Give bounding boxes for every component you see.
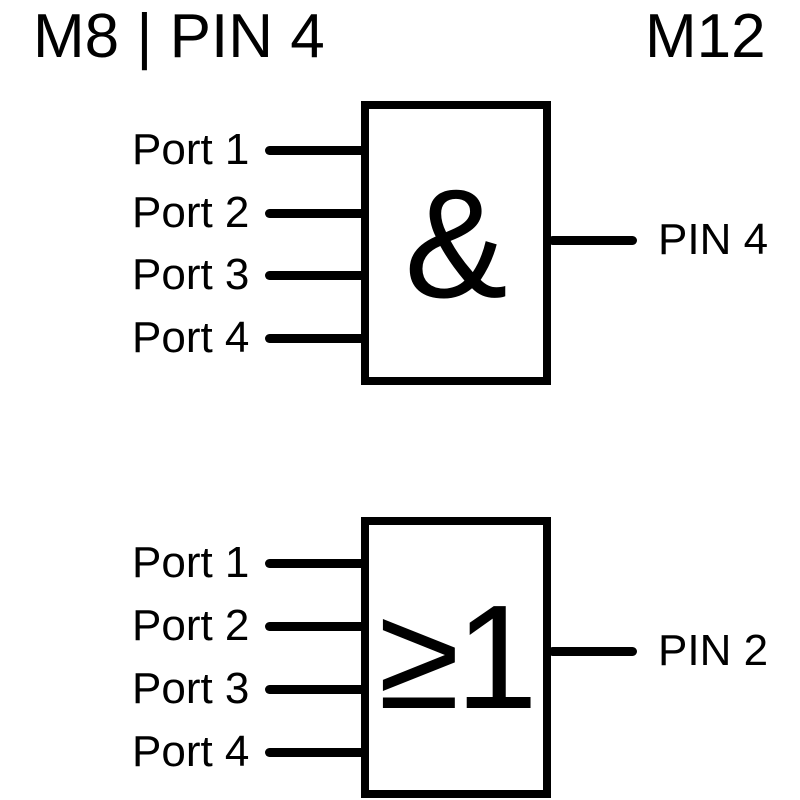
input-wire — [265, 270, 367, 280]
output-wire — [548, 235, 637, 245]
header-left-label: M8 | PIN 4 — [33, 2, 325, 71]
header-right-label: M12 — [645, 2, 766, 71]
and-gate-input-row-3: Port 3 — [132, 250, 367, 300]
or-gate-symbol: ≥1 — [378, 574, 538, 740]
and-gate-input-row-2: Port 2 — [132, 188, 367, 238]
and-gate-input-row-1: Port 1 — [132, 125, 367, 175]
or-gate-output-row: PIN 2 — [548, 626, 768, 676]
pin-label: PIN 4 — [658, 215, 769, 264]
or-gate-box: ≥1 — [361, 517, 551, 798]
input-wire — [265, 621, 367, 631]
input-wire — [265, 333, 367, 343]
port-label: Port 2 — [132, 188, 250, 237]
input-wire — [265, 684, 367, 694]
input-wire — [265, 558, 367, 568]
port-label: Port 1 — [132, 125, 250, 174]
or-gate-input-row-2: Port 2 — [132, 601, 367, 651]
port-label: Port 4 — [132, 727, 250, 776]
and-gate-output-row: PIN 4 — [548, 215, 768, 265]
port-label: Port 3 — [132, 250, 250, 299]
output-wire — [548, 646, 637, 656]
port-label: Port 2 — [132, 601, 250, 650]
pin-label: PIN 2 — [658, 626, 769, 675]
or-gate-input-row-1: Port 1 — [132, 538, 367, 588]
input-wire — [265, 747, 367, 757]
and-gate-symbol: & — [404, 156, 508, 330]
and-gate-input-row-4: Port 4 — [132, 313, 367, 363]
input-wire — [265, 145, 367, 155]
port-label: Port 3 — [132, 664, 250, 713]
or-gate-input-row-3: Port 3 — [132, 664, 367, 714]
input-wire — [265, 208, 367, 218]
port-label: Port 4 — [132, 313, 250, 362]
port-label: Port 1 — [132, 538, 250, 587]
and-gate-box: & — [361, 101, 551, 385]
or-gate-input-row-4: Port 4 — [132, 727, 367, 777]
